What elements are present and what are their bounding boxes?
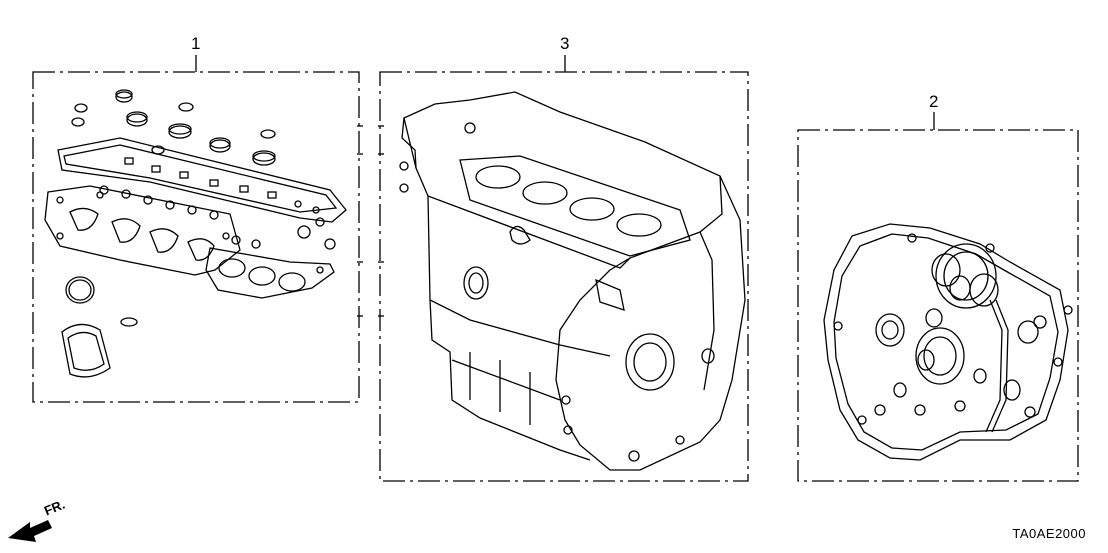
engine-block-drawing [378,91,746,471]
callout-1: 1 [191,34,201,53]
block-end-face [555,175,746,471]
o-ring-small [120,317,138,327]
cylinder-head-gasket [205,247,335,299]
cylinder-bore-2 [522,181,568,205]
oil-pan [429,299,591,461]
group-frame-1 [32,71,360,403]
group-frame-3 [379,71,749,482]
transmission-gasket-kit-drawing [823,223,1073,461]
spark-plug-tube-seals [124,157,277,199]
intake-manifold-gasket [44,185,241,276]
cylinder-bore-1 [475,165,521,189]
rear-main-seal [625,333,675,391]
diagram-code: TA0AE2000 [1012,526,1086,541]
timing-cover-gasket [61,323,111,378]
callout-3: 3 [560,34,570,53]
group-frame-2 [797,129,1079,482]
front-direction-arrow [8,520,52,542]
cylinder-bore-3 [569,197,615,221]
front-oil-seal [463,266,489,300]
valve-cover-gasket [57,137,347,223]
valve-stem-seals [99,185,261,249]
valve-cover-seals [71,89,276,166]
o-ring-large [65,276,95,304]
head-gasket-kit-drawing [44,89,363,378]
transmission-o-rings [874,243,1047,418]
cylinder-bore-4 [616,213,662,237]
case-gasket [823,223,1069,461]
block-top-deck [403,91,723,269]
callout-2: 2 [929,92,939,111]
